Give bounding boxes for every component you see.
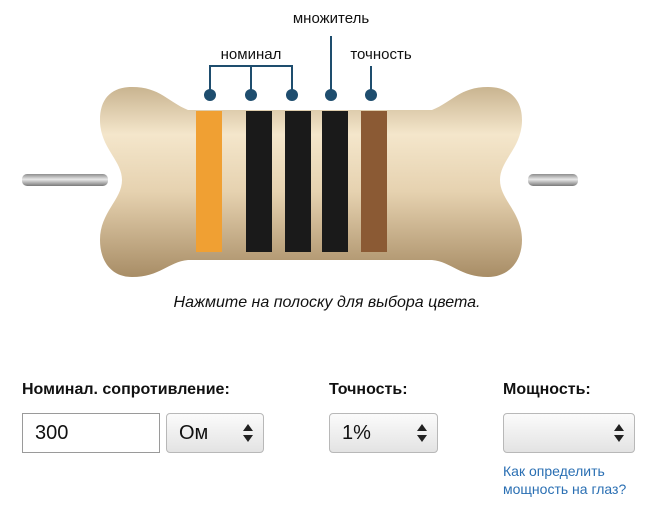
band-2-marker [245, 89, 257, 101]
right-lead [528, 174, 578, 186]
multiplier-marker [325, 89, 337, 101]
tolerance-label: точность [350, 46, 412, 63]
nominal-label: номинал [221, 46, 282, 63]
help-link-line-1: Как определить [503, 463, 605, 479]
resistance-input[interactable] [22, 413, 160, 453]
band-click-hint: Нажмите на полоску для выбора цвета. [173, 294, 481, 311]
band-tolerance[interactable] [361, 111, 387, 252]
select-arrows-icon [614, 424, 624, 442]
tolerance-select-value: 1% [342, 422, 371, 444]
help-link-line-2: мощность на глаз? [503, 481, 627, 497]
unit-select[interactable]: Ом [166, 413, 264, 453]
power-help-link[interactable]: Как определить мощность на глаз? [503, 462, 653, 498]
band-multiplier[interactable] [322, 111, 348, 252]
tolerance-label-form: Точность: [329, 381, 408, 398]
select-arrows-icon [243, 424, 253, 442]
band-2[interactable] [246, 111, 272, 252]
unit-select-value: Ом [179, 422, 209, 444]
power-label: Мощность: [503, 381, 591, 398]
band-3-marker [286, 89, 298, 101]
tolerance-marker [365, 89, 377, 101]
left-lead [22, 174, 108, 186]
power-select[interactable] [503, 413, 635, 453]
nominal-bracket [209, 65, 293, 92]
select-arrows-icon [417, 424, 427, 442]
tolerance-select[interactable]: 1% [329, 413, 438, 453]
band-1[interactable] [196, 111, 222, 252]
resistance-label: Номинал. сопротивление: [22, 381, 230, 398]
multiplier-label: множитель [293, 10, 369, 27]
resistor-diagram: множитель номинал точность [22, 10, 578, 277]
band-1-marker [204, 89, 216, 101]
band-3[interactable] [285, 111, 311, 252]
